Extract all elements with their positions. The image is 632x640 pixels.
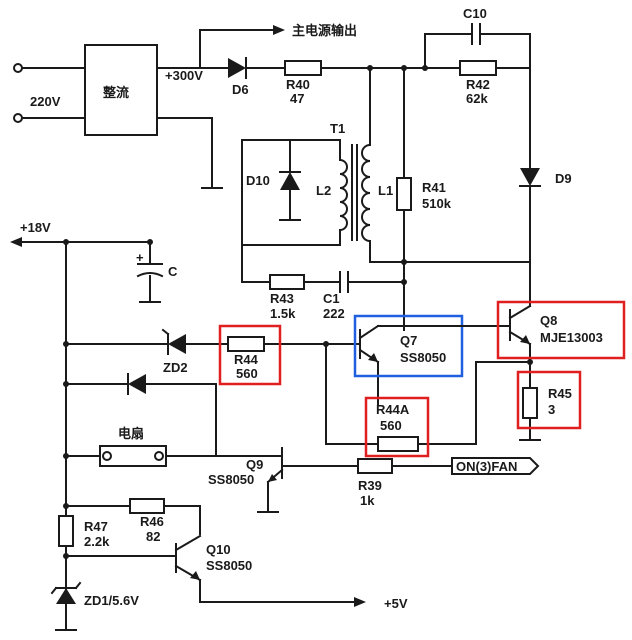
r45-label: R45 — [548, 386, 572, 401]
r47-label: R47 — [84, 519, 108, 534]
resistor-r42 — [459, 60, 497, 76]
resistor-r44 — [227, 336, 265, 352]
zd1-label: ZD1/5.6V — [84, 593, 139, 608]
r44-label: R44 — [234, 352, 259, 367]
v5-arrow — [354, 597, 366, 607]
q8-label: Q8 — [540, 313, 557, 328]
on-fan-connector — [451, 457, 540, 475]
r41-label: R41 — [422, 180, 446, 195]
r40-label: R40 — [286, 77, 310, 92]
r44-value: 560 — [236, 366, 258, 381]
zd2-label: ZD2 — [163, 360, 188, 375]
rectifier-block — [84, 44, 158, 136]
r42-label: R42 — [466, 77, 490, 92]
main-output-label: 主电源输出 — [292, 23, 357, 39]
resistor-r40 — [284, 60, 322, 76]
inductor-l2 — [338, 158, 348, 232]
q7-highlight — [353, 314, 464, 378]
l2-label: L2 — [316, 183, 331, 198]
l1-label: L1 — [378, 183, 393, 198]
resistor-r41 — [396, 177, 412, 211]
resistor-r47 — [58, 515, 74, 547]
svg-text:+: + — [136, 250, 144, 265]
q7-label: Q7 — [400, 333, 417, 348]
r42-value: 62k — [466, 91, 488, 106]
r43-value: 1.5k — [270, 306, 296, 321]
q9-type: SS8050 — [208, 472, 254, 487]
on-fan-label: ON(3)FAN — [456, 459, 517, 474]
r46-value: 82 — [146, 529, 160, 544]
r45-highlight — [516, 370, 582, 430]
v18-label: +18V — [20, 220, 51, 235]
r41-value: 510k — [422, 196, 452, 211]
r40-value: 47 — [290, 91, 304, 106]
r44-highlight — [218, 324, 282, 386]
r44a-highlight — [364, 396, 430, 458]
resistor-r45 — [522, 387, 538, 419]
rectifier-label: 整流 — [102, 85, 129, 101]
r44a-value: 560 — [380, 418, 402, 433]
q8-highlight — [496, 300, 626, 360]
diode-row-2 — [128, 374, 146, 394]
c-label: C — [168, 264, 178, 279]
inductor-l1 — [361, 143, 372, 243]
r39-value: 1k — [360, 493, 375, 508]
t1-label: T1 — [330, 121, 345, 136]
q9-label: Q9 — [246, 457, 263, 472]
zener-zd2 — [168, 334, 186, 354]
d6-label: D6 — [232, 82, 249, 97]
v18-arrow — [10, 237, 22, 247]
r45-value: 3 — [548, 402, 555, 417]
ac-input — [13, 63, 86, 123]
c1-value: 222 — [323, 306, 345, 321]
diode-d9 — [520, 168, 540, 186]
main-output-arrow — [273, 25, 285, 35]
d10-label: D10 — [246, 173, 270, 188]
q8-type: MJE13003 — [540, 330, 603, 345]
c10-label: C10 — [463, 6, 487, 21]
r44a-label: R44A — [376, 402, 410, 417]
resistor-r44a — [377, 436, 419, 452]
q7-type: SS8050 — [400, 350, 446, 365]
v5-label: +5V — [384, 596, 408, 611]
fan-label: 电扇 — [118, 426, 144, 442]
diode-d6 — [228, 58, 246, 78]
r39-label: R39 — [358, 478, 382, 493]
resistor-r46 — [129, 498, 165, 514]
r46-label: R46 — [140, 514, 164, 529]
resistor-r39 — [357, 458, 393, 474]
q10-type: SS8050 — [206, 558, 252, 573]
c1-label: C1 — [323, 291, 340, 306]
diode-d10 — [280, 172, 300, 190]
r47-value: 2.2k — [84, 534, 110, 549]
ac-voltage-label: 220V — [30, 94, 61, 109]
zener-zd1 — [56, 588, 76, 604]
d9-label: D9 — [555, 171, 572, 186]
resistor-r43 — [269, 274, 305, 290]
v300-label: +300V — [165, 68, 203, 83]
r43-label: R43 — [270, 291, 294, 306]
q10-label: Q10 — [206, 542, 231, 557]
